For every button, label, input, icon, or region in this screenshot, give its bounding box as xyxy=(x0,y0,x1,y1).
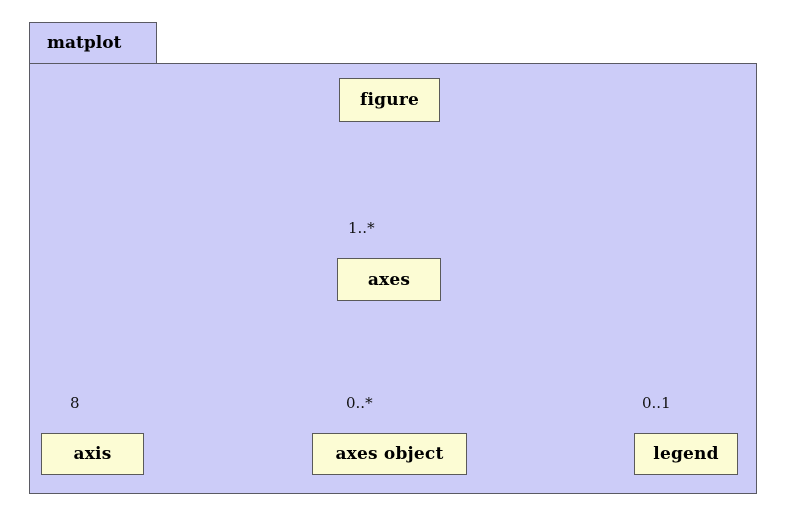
node-figure-label: figure xyxy=(360,90,419,110)
node-axes-label: axes xyxy=(367,269,411,290)
edge-label-axes-axes-object: 0..* xyxy=(346,394,373,412)
node-legend-label: legend xyxy=(653,444,719,464)
package-tab-label: matplot xyxy=(47,33,122,53)
package-tab-matplot: matplot xyxy=(29,22,157,64)
edge-label-axes-axis: 8 xyxy=(70,394,80,412)
edge-label-figure-axes: 1..* xyxy=(348,219,375,237)
edge-label-axes-legend: 0..1 xyxy=(642,394,671,412)
node-figure[interactable]: figure xyxy=(339,78,440,122)
node-axes-object[interactable]: axes object xyxy=(312,433,467,475)
node-axis[interactable]: axis xyxy=(41,433,144,475)
node-axes-object-label: axes object xyxy=(335,444,444,464)
node-legend[interactable]: legend xyxy=(634,433,738,475)
node-axis-label: axis xyxy=(73,444,112,464)
node-axes[interactable]: axes xyxy=(337,258,441,301)
